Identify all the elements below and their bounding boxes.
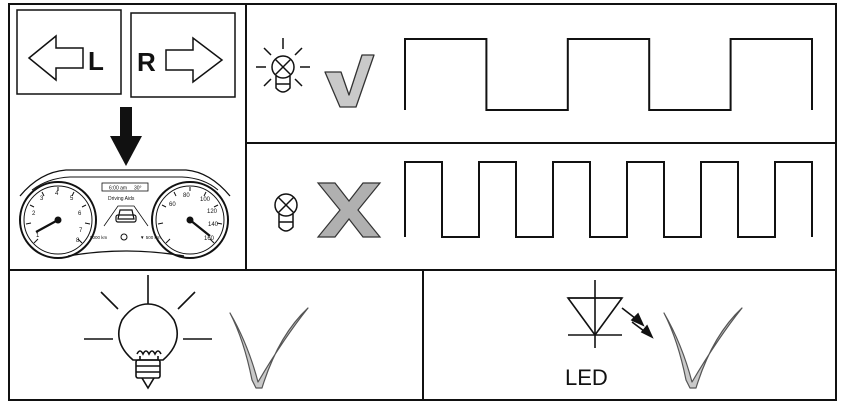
svg-text:100: 100 <box>200 197 211 203</box>
svg-text:140: 140 <box>208 222 219 228</box>
svg-text:80: 80 <box>183 193 190 199</box>
cross-mark-icon <box>318 183 380 237</box>
cluster-mode: Driving Aids <box>108 196 135 202</box>
fast-flash-signal <box>405 162 812 237</box>
left-indicator-box: L <box>17 10 121 94</box>
fast-flash-waveform <box>405 162 812 237</box>
svg-text:120: 120 <box>207 209 218 215</box>
frame <box>9 4 836 400</box>
car-icon <box>116 210 136 222</box>
left-label: L <box>88 46 104 76</box>
svg-text:6: 6 <box>78 211 82 217</box>
led-diode-icon <box>568 280 652 348</box>
speedometer-gauge: 60 80 100 120 140 160 <box>152 182 228 258</box>
svg-text:7: 7 <box>79 228 83 234</box>
cluster-odometer: 5000 km <box>90 235 108 240</box>
arrow-down-icon <box>110 107 142 166</box>
cluster-range: ▼ 500 km <box>140 235 161 240</box>
lit-light-bulb-icon <box>84 275 212 388</box>
led-label: LED <box>565 365 608 390</box>
tachometer-gauge: 1 2 3 4 5 6 7 8 <box>20 182 96 258</box>
cluster-temperature: 30° <box>134 186 142 192</box>
arrow-left-icon <box>29 36 83 80</box>
svg-text:5: 5 <box>70 196 74 202</box>
svg-text:1: 1 <box>36 233 40 239</box>
normal-flash-signal <box>405 39 812 110</box>
right-indicator-box: R <box>131 13 235 97</box>
svg-text:160: 160 <box>204 236 215 242</box>
svg-text:2: 2 <box>32 211 36 217</box>
check-mark-icon <box>664 308 742 388</box>
svg-text:3: 3 <box>40 196 44 202</box>
arrow-right-icon <box>166 38 222 82</box>
unlit-indicator-bulb-icon <box>275 194 297 231</box>
check-mark-icon <box>325 55 374 107</box>
check-mark-icon <box>230 308 308 388</box>
center-display: 6:00 am 30° Driving Aids 5000 km ▼ 500 k… <box>90 183 161 240</box>
instrument-cluster: 1 2 3 4 5 6 7 8 <box>20 170 230 258</box>
cluster-time: 6:00 am <box>109 186 127 192</box>
svg-text:60: 60 <box>169 202 176 208</box>
right-label: R <box>137 47 156 77</box>
svg-text:4: 4 <box>55 191 59 197</box>
lit-indicator-bulb-icon <box>256 38 310 92</box>
normal-flash-waveform <box>405 39 812 110</box>
